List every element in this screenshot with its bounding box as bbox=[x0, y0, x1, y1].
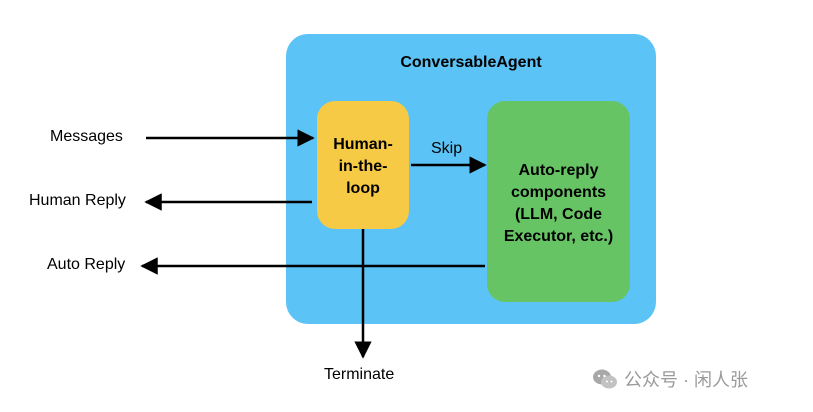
wechat-icon bbox=[593, 369, 617, 389]
human-in-the-loop-box bbox=[317, 101, 409, 229]
human-reply-label: Human Reply bbox=[29, 192, 126, 209]
skip-label: Skip bbox=[431, 140, 463, 157]
watermark-text: 公众号 · 闲人张 bbox=[624, 370, 748, 390]
auto-reply-components-label: Auto-reply components (LLM, Code Executo… bbox=[503, 162, 614, 245]
terminate-label: Terminate bbox=[324, 366, 395, 383]
watermark: 公众号 · 闲人张 bbox=[592, 366, 748, 392]
human-in-the-loop-label: Human- in-the- loop bbox=[333, 136, 393, 197]
conversable-agent-title: ConversableAgent bbox=[400, 54, 542, 71]
auto-reply-label: Auto Reply bbox=[47, 256, 126, 273]
auto-reply-components-box bbox=[487, 101, 630, 302]
messages-label: Messages bbox=[50, 128, 123, 145]
